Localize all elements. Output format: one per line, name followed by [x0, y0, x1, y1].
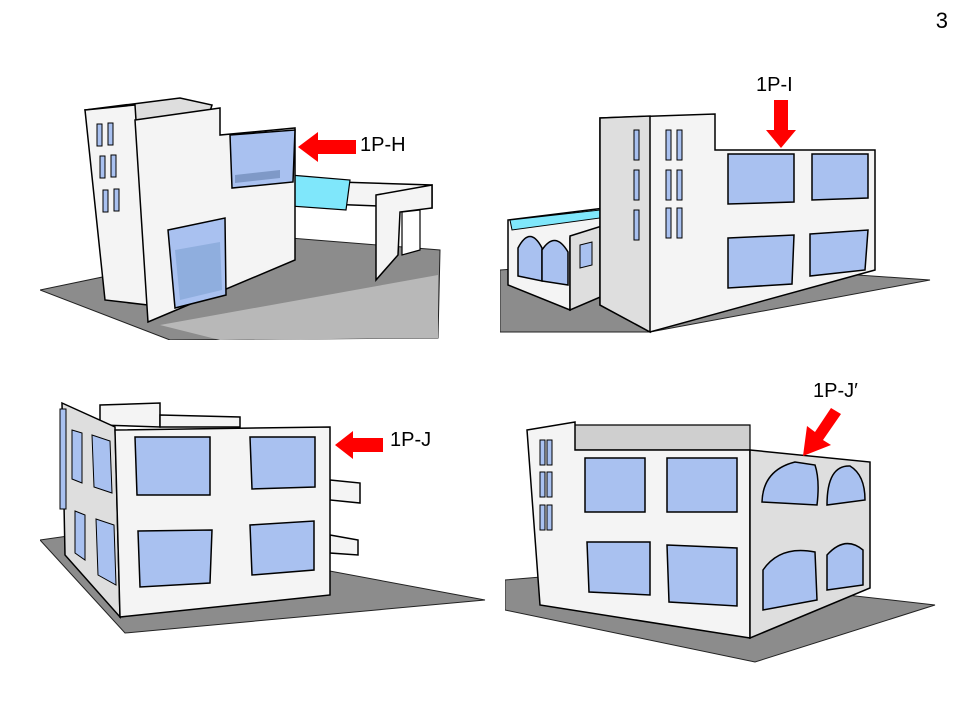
view-label-1p-i: 1P-I: [756, 74, 793, 96]
model-illustration-1p-h: [40, 97, 441, 340]
red-arrow-down-icon: [766, 100, 796, 148]
view-label-1p-j-prime: 1P-J′: [813, 380, 858, 402]
red-arrow-left-icon: [335, 431, 383, 459]
red-arrow-down-left-icon: [803, 408, 841, 456]
red-arrow-left-icon: [298, 132, 356, 162]
model-view-1p-j: 1P-J: [40, 395, 490, 640]
model-view-1p-h: 1P-H: [40, 90, 480, 340]
model-illustration-1p-j-prime: [505, 421, 936, 663]
model-illustration-1p-j: [40, 401, 486, 634]
model-illustration-1p-i: [500, 113, 931, 334]
view-label-1p-j: 1P-J: [390, 429, 432, 451]
view-label-1p-h: 1P-H: [360, 134, 406, 156]
page-number: 3: [935, 8, 948, 33]
model-view-1p-j-prime: 1P-J′: [505, 370, 945, 670]
model-view-1p-i: 1P-I: [500, 70, 940, 340]
